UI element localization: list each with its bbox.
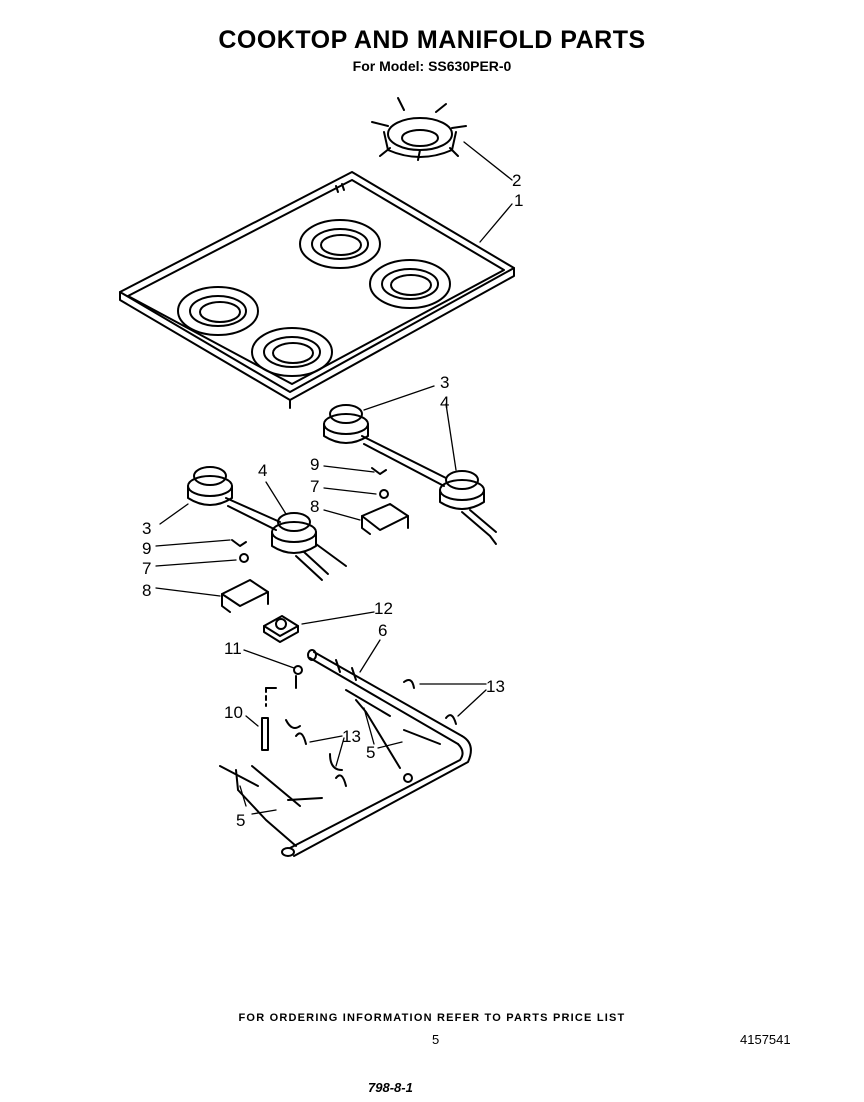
leader-lines bbox=[155, 141, 513, 815]
callout-13-right: 13 bbox=[486, 677, 505, 696]
callout-5-right: 5 bbox=[366, 743, 375, 762]
callout-7-left: 7 bbox=[142, 559, 151, 578]
callout-5-left: 5 bbox=[236, 811, 245, 830]
burner-grate bbox=[371, 97, 467, 161]
callout-4-right: 4 bbox=[440, 393, 449, 412]
cooktop-panel bbox=[119, 171, 515, 409]
callout-1: 1 bbox=[514, 191, 523, 210]
callout-numbers: 2 1 3 4 9 7 8 4 3 9 7 8 12 6 11 13 10 13… bbox=[142, 171, 523, 830]
handwritten-note: 798-8-1 bbox=[368, 1080, 413, 1095]
ordering-note: FOR ORDERING INFORMATION REFER TO PARTS … bbox=[238, 1012, 626, 1024]
callout-3-left: 3 bbox=[142, 519, 151, 538]
callout-9-left: 9 bbox=[142, 539, 151, 558]
model-subtitle: For Model: SS630PER-0 bbox=[352, 58, 512, 74]
page-title: COOKTOP AND MANIFOLD PARTS bbox=[218, 26, 646, 54]
callout-3-right: 3 bbox=[440, 373, 449, 392]
gas-manifold bbox=[219, 649, 472, 857]
callout-9-right: 9 bbox=[310, 455, 319, 474]
page-number: 5 bbox=[432, 1032, 440, 1047]
callout-4-left: 4 bbox=[258, 461, 267, 480]
callout-8-left: 8 bbox=[142, 581, 151, 600]
callout-6: 6 bbox=[378, 621, 387, 640]
control-valve bbox=[263, 615, 299, 643]
callout-7-right: 7 bbox=[310, 477, 319, 496]
right-burner-assembly bbox=[323, 404, 497, 545]
callout-2: 2 bbox=[512, 171, 521, 190]
callout-8-right: 8 bbox=[310, 497, 319, 516]
left-burner-assembly bbox=[187, 466, 347, 613]
callout-10: 10 bbox=[224, 703, 243, 722]
document-part-number: 4157541 bbox=[740, 1032, 791, 1047]
callout-12: 12 bbox=[374, 599, 393, 618]
callout-11: 11 bbox=[224, 639, 242, 658]
callout-13-left: 13 bbox=[342, 727, 361, 746]
